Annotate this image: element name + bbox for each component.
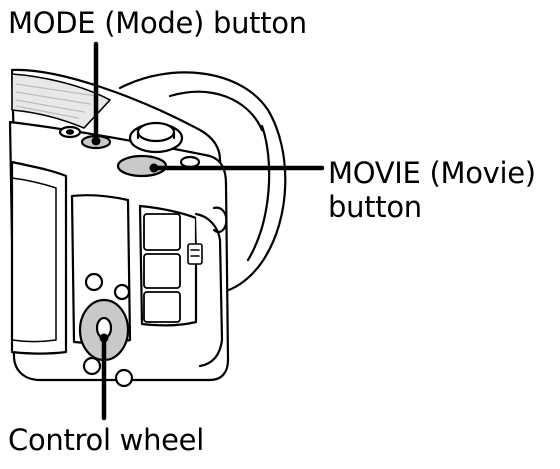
fn-button-lower-left: [82, 356, 102, 376]
callout-lines: [93, 41, 325, 421]
grip-blocks: [143, 213, 181, 323]
rear-screen: [10, 160, 68, 355]
control-wheel-label: Control wheel: [8, 423, 204, 457]
fn-button-upper-left: [84, 272, 104, 292]
strap-lug: [212, 206, 228, 234]
side-connector: [187, 243, 203, 265]
camera-illustration: [8, 68, 287, 388]
mode-button-label: MODE (Mode) button: [8, 6, 307, 40]
lens-inner-rim: [168, 90, 264, 132]
fn-button-upper-right: [113, 283, 131, 301]
shutter-dial-side: [136, 130, 176, 140]
mode-leader-dot: [91, 136, 101, 146]
side-panel: [194, 212, 224, 368]
lens-front-ring: [246, 124, 271, 262]
shutter-dial-top: [136, 121, 176, 143]
custom-button: [179, 155, 201, 169]
movie-leader-dot: [149, 163, 159, 173]
fn-button-lower-right: [114, 368, 134, 388]
top-panel-texture: [15, 83, 97, 119]
movie-button-label: MOVIE (Movie) button: [328, 156, 536, 224]
small-top-button-dot: [65, 129, 75, 135]
control-wheel-leader-dot: [99, 333, 109, 343]
rear-screen-inner: [11, 177, 57, 343]
callout-dots: [91, 136, 159, 343]
